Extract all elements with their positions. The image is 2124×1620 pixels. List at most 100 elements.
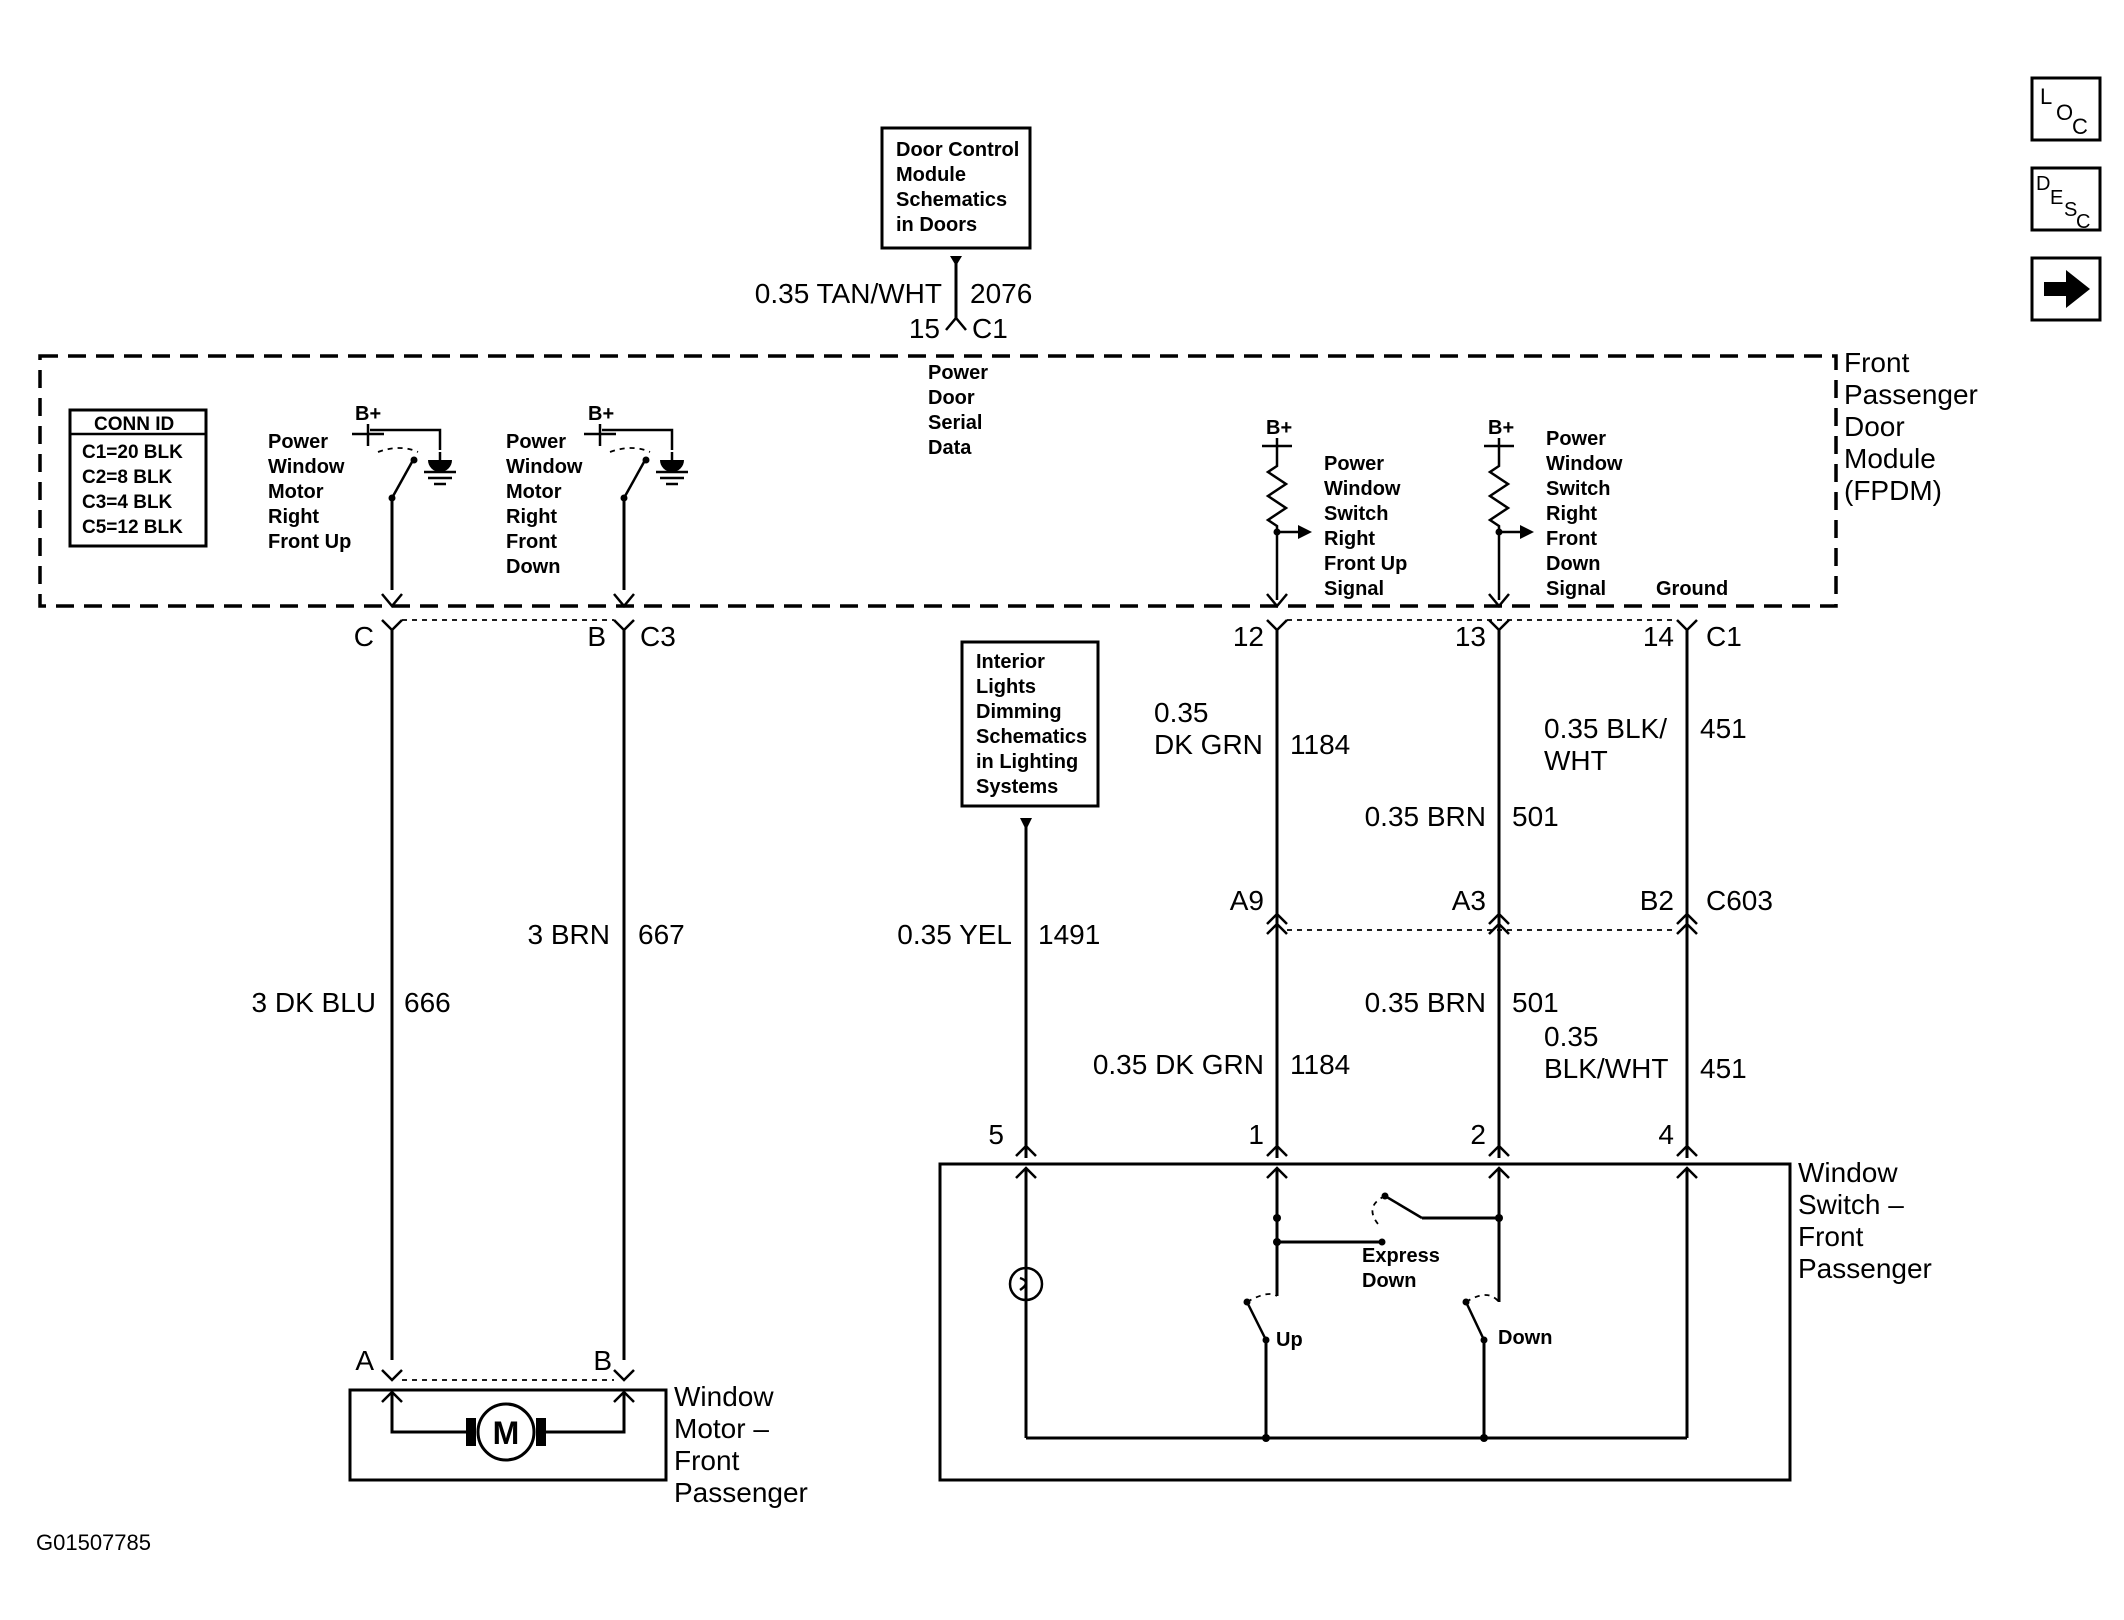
svg-text:Signal: Signal	[1324, 578, 1384, 600]
illumination-lamp-icon	[1008, 1266, 1044, 1302]
svg-text:Serial: Serial	[928, 412, 982, 434]
svg-text:4: 4	[1658, 1119, 1674, 1150]
svg-text:Motor: Motor	[268, 481, 324, 503]
svg-text:Door: Door	[1844, 411, 1905, 442]
relay-motor-down: B+ Power Window Motor Right Front Down	[506, 403, 688, 590]
wire-1184-top-gauge: 0.35	[1154, 697, 1209, 728]
wire-501-top-circuit: 501	[1512, 801, 1559, 832]
svg-text:Schematics: Schematics	[976, 726, 1087, 748]
wire-451-bottom-color: BLK/WHT	[1544, 1053, 1668, 1084]
wire-666-circuit: 666	[404, 987, 451, 1018]
bplus-label: B+	[588, 403, 614, 425]
svg-text:Motor: Motor	[506, 481, 562, 503]
sense-switch-down: B+ Power Window Switch Right Front Down …	[1484, 417, 1623, 600]
loc-letter-l: L	[2040, 84, 2052, 109]
svg-text:Front: Front	[1844, 347, 1910, 378]
fpdm-module-boundary	[38, 354, 1838, 608]
interior-lights-reference: Interior Lights Dimming Schematics in Li…	[960, 640, 1100, 830]
arrow-right-icon	[2044, 270, 2090, 308]
svg-text:Window: Window	[268, 456, 345, 478]
desc-letter-e: E	[2050, 187, 2063, 209]
wire-1491-circuit: 1491	[1038, 919, 1100, 950]
svg-text:A3: A3	[1452, 885, 1486, 916]
svg-text:in Doors: in Doors	[896, 214, 977, 236]
svg-text:Schematics: Schematics	[896, 189, 1007, 211]
conn-id-table: CONN ID C1=20 BLK C2=8 BLK C3=4 BLK C5=1…	[68, 408, 208, 548]
wire-1184-bottom-gauge-color: 0.35 DK GRN	[1093, 1049, 1264, 1080]
svg-text:B2: B2	[1640, 885, 1674, 916]
svg-text:C2=8 BLK: C2=8 BLK	[82, 467, 173, 488]
svg-text:Front: Front	[674, 1445, 740, 1476]
svg-text:Down: Down	[1546, 553, 1600, 575]
fpdm-module-label: Front Passenger Door Module (FPDM)	[1844, 347, 1978, 506]
ground-icon	[656, 452, 688, 486]
top-wire-pin: 15	[909, 313, 940, 344]
wire-1184-bottom-circuit: 1184	[1290, 1049, 1350, 1080]
svg-text:Switch: Switch	[1324, 503, 1388, 525]
relay-motor-up: B+ Power Window Motor Right Front Up	[268, 403, 456, 590]
desc-letter-c: C	[2076, 211, 2090, 233]
door-control-module-reference: Door Control Module Schematics in Doors	[880, 126, 1032, 266]
svg-text:Power: Power	[268, 431, 328, 453]
svg-text:C5=12 BLK: C5=12 BLK	[82, 517, 183, 538]
svg-text:Down: Down	[1362, 1270, 1416, 1292]
svg-text:Module: Module	[1844, 443, 1936, 474]
switch-pins: 5 1 2 4	[988, 1119, 1698, 1157]
svg-text:Front: Front	[1546, 528, 1597, 550]
figure-id: G01507785	[36, 1530, 151, 1555]
wire-451-bottom-gauge: 0.35	[1544, 1021, 1599, 1052]
wire-451-top-gauge-color: 0.35 BLK/	[1544, 713, 1667, 744]
svg-text:Signal: Signal	[1546, 578, 1606, 600]
bplus-label: B+	[1488, 417, 1514, 439]
ground-icon	[424, 452, 456, 486]
svg-text:Dimming: Dimming	[976, 701, 1062, 723]
svg-text:Lights: Lights	[976, 676, 1036, 698]
svg-text:C1=20 BLK: C1=20 BLK	[82, 442, 183, 463]
svg-text:Window: Window	[1798, 1157, 1898, 1188]
svg-text:Window: Window	[1324, 478, 1401, 500]
loc-letter-c: C	[2072, 114, 2088, 139]
svg-text:C3: C3	[640, 621, 676, 652]
window-switch-label: Window Switch – Front Passenger	[1798, 1157, 1932, 1284]
svg-text:B: B	[587, 621, 606, 652]
top-wire-circuit: 2076	[970, 278, 1032, 309]
svg-text:Switch –: Switch –	[1798, 1189, 1904, 1220]
svg-text:Power: Power	[506, 431, 566, 453]
top-wire-connector: C1	[972, 313, 1008, 344]
svg-text:C1: C1	[1706, 621, 1742, 652]
svg-text:A: A	[355, 1345, 374, 1376]
svg-text:Front: Front	[1798, 1221, 1864, 1252]
svg-text:Data: Data	[928, 437, 972, 459]
connector-c3: C B C3	[354, 619, 676, 652]
wire-501-bottom-gauge-color: 0.35 BRN	[1365, 987, 1486, 1018]
desc-button[interactable]: D E S C	[2030, 166, 2102, 233]
wire-451-top-circuit: 451	[1700, 713, 1747, 744]
wire-1184-top-circuit: 1184	[1290, 729, 1350, 760]
top-wire-gauge-color: 0.35 TAN/WHT	[755, 278, 942, 309]
svg-text:Window: Window	[1546, 453, 1623, 475]
sense-switch-up: B+ Power Window Switch Right Front Up Si…	[1262, 417, 1407, 600]
svg-text:Front: Front	[506, 531, 557, 553]
svg-text:(FPDM): (FPDM)	[1844, 475, 1942, 506]
loc-button[interactable]: L O C	[2030, 76, 2102, 142]
svg-text:14: 14	[1643, 621, 1674, 652]
wire-501-top-gauge-color: 0.35 BRN	[1365, 801, 1486, 832]
svg-text:Passenger: Passenger	[674, 1477, 808, 1508]
svg-text:Right: Right	[268, 506, 319, 528]
svg-text:Passenger: Passenger	[1798, 1253, 1932, 1284]
svg-text:2: 2	[1470, 1119, 1486, 1150]
svg-text:Power: Power	[1324, 453, 1384, 475]
wire-451-top-color-2: WHT	[1544, 745, 1608, 776]
svg-text:CONN ID: CONN ID	[94, 414, 174, 435]
svg-text:Power: Power	[1546, 428, 1606, 450]
window-switch-front-passenger: Express Down Up Down	[938, 1162, 1792, 1482]
svg-text:Window: Window	[506, 456, 583, 478]
motor-symbol: M	[493, 1415, 520, 1451]
ground-label: Ground	[1656, 578, 1728, 600]
up-label: Up	[1276, 1329, 1303, 1351]
svg-text:Right: Right	[1324, 528, 1375, 550]
wire-667-gauge-color: 3 BRN	[528, 919, 610, 950]
bplus-label: B+	[1266, 417, 1292, 439]
next-arrow-button[interactable]	[2030, 256, 2102, 322]
